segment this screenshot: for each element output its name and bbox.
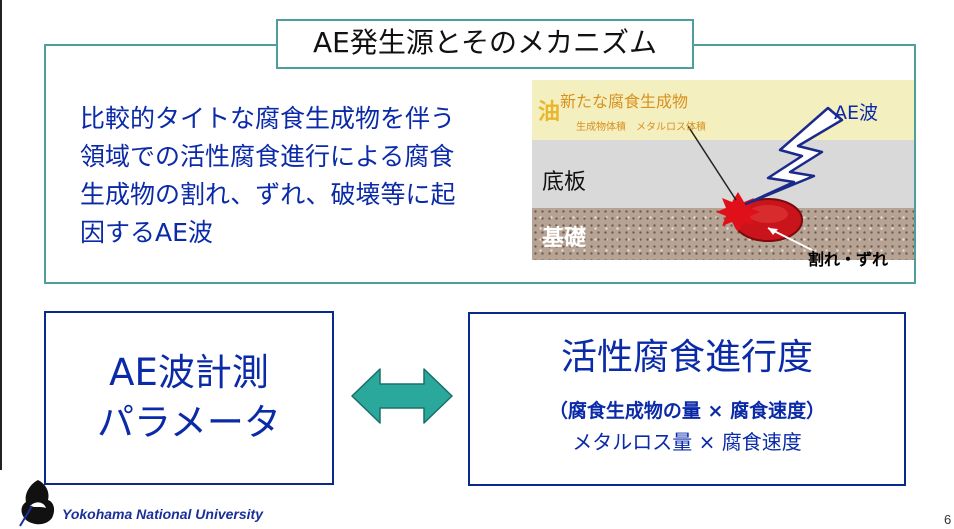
rate-title: 活性腐食進行度: [560, 337, 813, 378]
lightning-icon: [744, 106, 844, 206]
corrosion-diagram: 油 新たな腐食生成物 生成物体積 メタルロス体積 AE波 底板 基礎 割れ・ずれ: [532, 80, 920, 270]
oil-label: 油: [538, 100, 561, 125]
corrosion-rate-box: 活性腐食進行度 （腐食生成物の量 × 腐食速度） メタルロス量 × 腐食速度: [468, 312, 906, 486]
rate-formula: （腐食生成物の量 × 腐食速度）: [548, 400, 826, 422]
rate-formula-alt: メタルロス量 × 腐食速度: [572, 430, 802, 454]
slide-left-rule: [0, 0, 2, 470]
ae-measure-line: AE波計測: [109, 351, 269, 394]
bottom-plate-layer: [532, 140, 914, 208]
page-number: 6: [944, 512, 952, 527]
mechanism-line: 因するAE波: [80, 218, 213, 247]
mechanism-description: 比較的タイトな腐食生成物を伴う 領域での活性腐食進行による腐食 生成物の割れ、ず…: [80, 100, 520, 252]
diagram-graphics: [687, 106, 844, 251]
volume-labels: 生成物体積 メタルロス体積: [576, 122, 706, 133]
ae-measurement-box: AE波計測 パラメータ: [44, 311, 334, 485]
ae-measure-line: パラメータ: [97, 401, 281, 444]
oil-layer: [532, 80, 914, 140]
crack-label: 割れ・ずれ: [808, 250, 889, 269]
ae-wave-label: AE波: [834, 102, 879, 124]
foundation-label: 基礎: [542, 226, 587, 251]
mechanism-title: AE発生源とそのメカニズム: [276, 19, 694, 69]
pointer-line: [687, 125, 737, 201]
new-product-label: 新たな腐食生成物: [560, 92, 689, 111]
university-name: Yokohama National University: [62, 506, 263, 522]
foundation-layer: [532, 208, 914, 260]
bottom-plate-label: 底板: [542, 170, 587, 195]
university-logo-icon: [19, 480, 55, 527]
mechanism-line: 生成物の割れ、ずれ、破壊等に起: [80, 180, 456, 209]
double-headed-arrow-icon: [351, 368, 453, 424]
mechanism-line: 比較的タイトな腐食生成物を伴う: [80, 104, 456, 133]
mechanism-line: 領域での活性腐食進行による腐食: [80, 142, 455, 171]
